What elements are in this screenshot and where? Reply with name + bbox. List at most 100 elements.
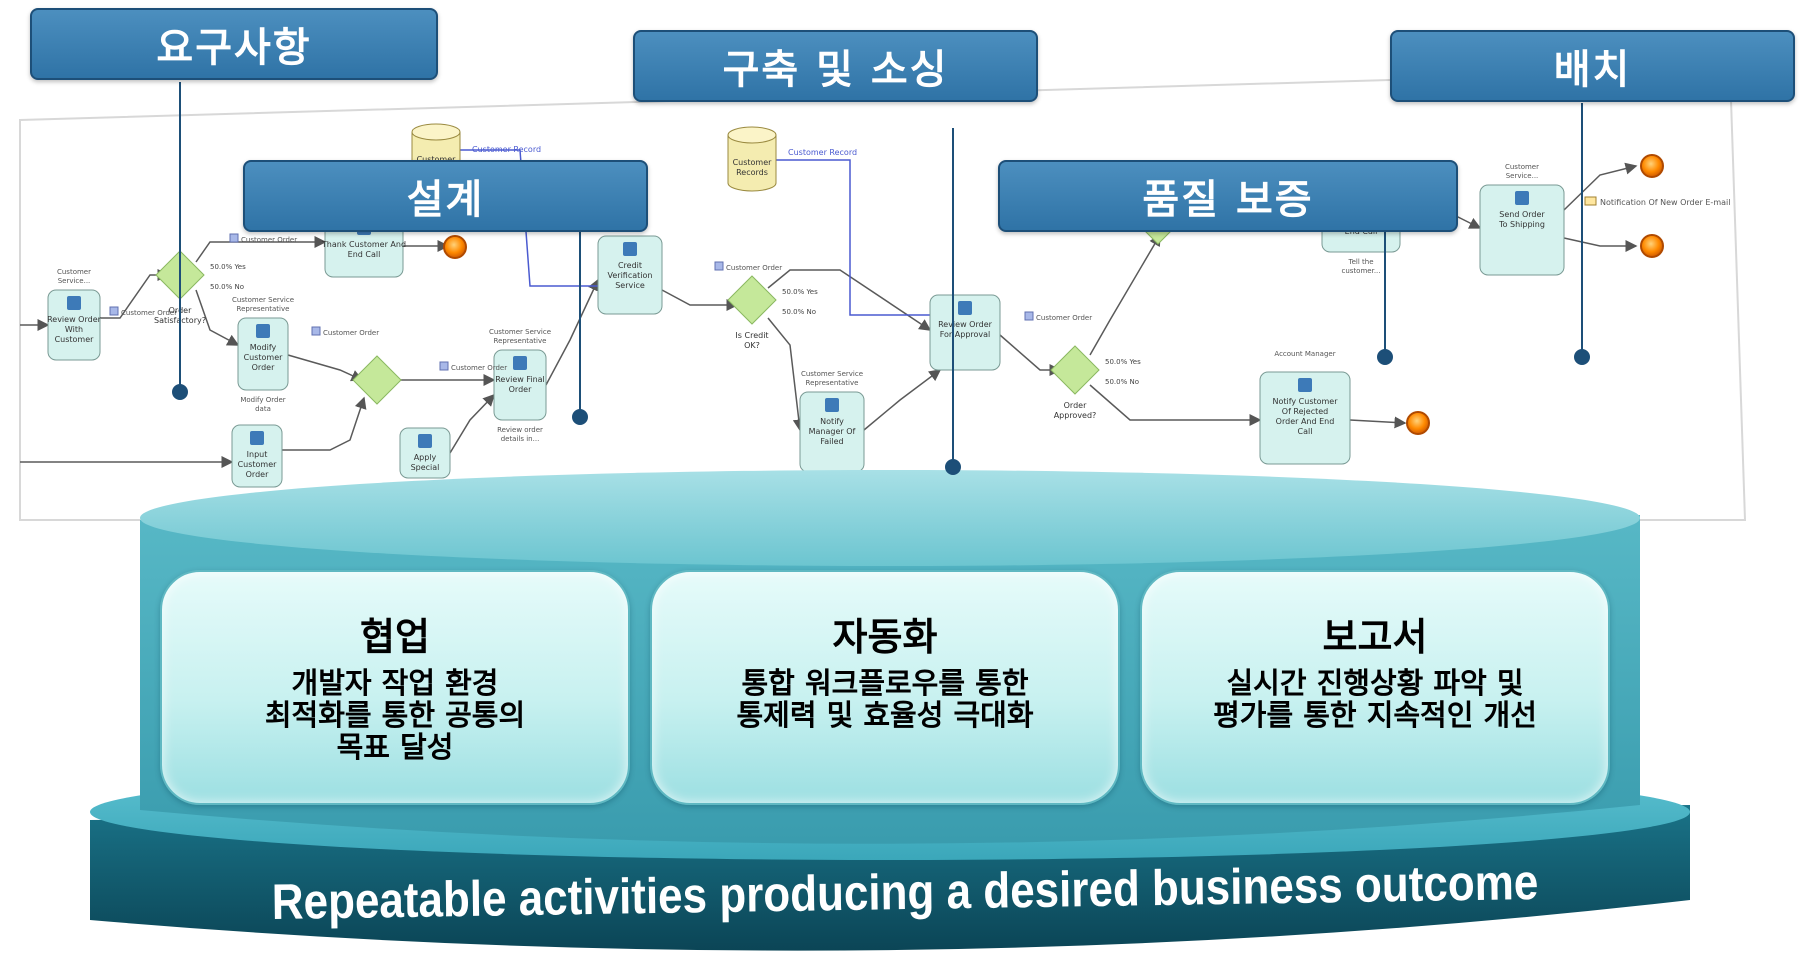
sequence-flow [282,396,367,451]
task-role: Representative [237,305,290,313]
task-label: Of Rejected [1282,407,1328,416]
task-role: Customer Service [801,370,863,378]
task-label: Order [252,363,275,372]
task-role: Customer Service [232,296,294,304]
decision-no-label: 50.0% No [782,308,816,316]
decision-gateway [352,355,402,405]
sequence-flow [1349,416,1407,429]
platform-top [140,470,1640,566]
task-role: Service... [1506,172,1539,180]
task-label: Notify [820,417,844,426]
task-label: For Approval [940,330,991,339]
task-icon [67,296,81,310]
task-note: details in... [501,435,540,443]
card-line: 평가를 통한 지속적인 개선 [1213,698,1537,732]
card-description: 개발자 작업 환경 최적화를 통한 공통의 목표 달성 [162,667,628,763]
stage-design-tag: 설계 [243,160,648,232]
card-line: 통합 워크플로우를 통한 [741,666,1029,700]
data-store-label: Customer [417,155,457,164]
task-label: Order [509,385,532,394]
data-object-label: Customer Order [1036,314,1092,322]
decision-no-label: 50.0% No [1105,378,1139,386]
task-box [493,349,547,421]
decision-yes-label: 50.0% Yes [210,263,246,271]
stage-requirements-tag: 요구사항 [30,8,438,80]
sequence-flow [287,354,364,382]
stage-qa-tag: 품질 보증 [998,160,1458,232]
card-description: 통합 워크플로우를 통한 통제력 및 효율성 극대화 [652,667,1118,731]
card-line: 개발자 작업 환경 [291,666,499,700]
card-line: 목표 달성 [336,730,454,764]
sequence-flow [1563,237,1638,252]
decision-yes-label: 50.0% Yes [782,288,818,296]
sequence-flow [1089,233,1161,356]
task-icon [623,242,637,256]
decision-diamond [727,275,777,325]
task-icon [1515,191,1529,205]
data-object-label: Customer Order [726,264,782,272]
sequence-flow [1563,162,1638,211]
task-icon [513,356,527,370]
decision-label: OK? [744,341,760,350]
task-label: End Call [348,250,381,259]
data-store-link: Customer Record [788,148,857,157]
decision-yes-label: 50.0% Yes [1105,358,1141,366]
data-store-body [727,135,777,192]
requirements-pointer-dot [172,384,188,400]
task-node: Customer ServiceRepresentativeNotifyMana… [799,370,865,473]
end-event [1640,234,1664,258]
data-object-icon [229,233,239,243]
task-node: Customer ServiceRepresentativeModifyCust… [232,296,294,413]
task-role: Customer Service [489,328,551,336]
envelope-icon [1584,196,1597,206]
task-label: Customer [55,335,95,344]
data-object-label: Customer Order [241,236,297,244]
task-label: Review Order [47,315,102,324]
task-box [231,424,283,488]
task-label: With [65,325,83,334]
task-label: Apply [414,453,437,462]
stage-pointers [172,82,1590,475]
sequence-flow [767,269,932,331]
decision-label: Is Credit [735,331,768,340]
task-label: Notify Customer [1272,397,1338,406]
sequence-flow [195,236,327,263]
card-automation: 자동화 통합 워크플로우를 통한 통제력 및 효율성 극대화 [650,570,1120,805]
card-title: 자동화 [832,615,938,659]
sequence-flow [1089,384,1262,426]
data-store-label: Customer [733,158,773,167]
card-line: 통제력 및 효율성 극대화 [736,698,1034,732]
data-object-icon [714,261,724,271]
task-icon [250,431,264,445]
build-pointer-dot [945,459,961,475]
task-icon [1298,378,1312,392]
task-role: Customer [1505,163,1539,171]
data-store-top [411,123,461,141]
card-title: 보고서 [1322,615,1428,659]
data-object-label: Customer Order [451,364,507,372]
data-association [760,159,930,316]
data-store-top [727,126,777,144]
task-label: Order And End [1276,417,1335,426]
task-label: Failed [820,437,843,446]
task-icon [256,324,270,338]
card-collaboration: 협업 개발자 작업 환경 최적화를 통한 공통의 목표 달성 [160,570,630,805]
task-label: Manager Of [809,427,856,436]
data-object-icon [1024,311,1034,321]
task-box [47,289,101,361]
data-object-label: Customer Order [323,329,379,337]
task-label: Review Final [495,375,545,384]
stage-deploy-tag: 배치 [1390,30,1795,102]
end-event [1640,154,1664,178]
task-note: Modify Order [240,396,285,404]
deploy-pointer-dot [1574,349,1590,365]
diagram-nodes: CustomerCustomer RecordCustomerRecordsCu… [47,123,1730,488]
sequence-flow [863,369,942,431]
